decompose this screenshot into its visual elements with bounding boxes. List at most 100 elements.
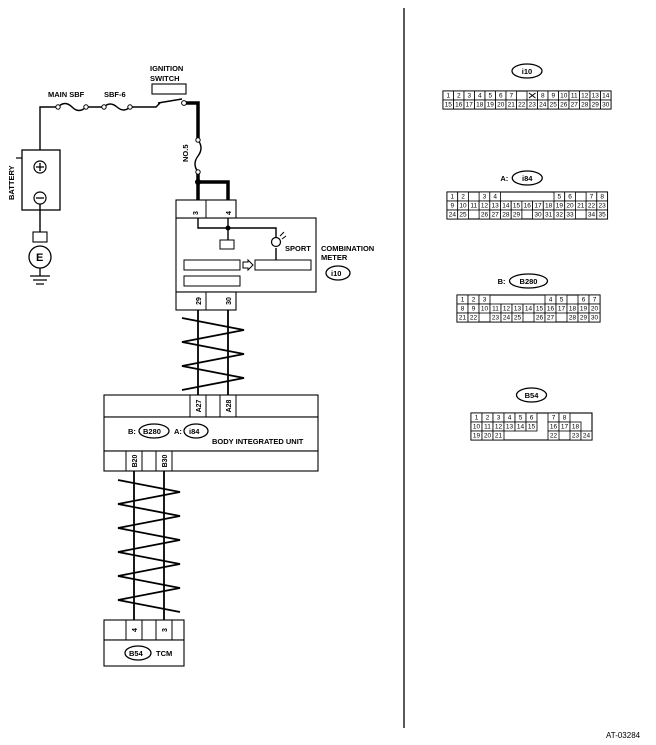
connector-pin-number: 11 [571,93,578,100]
pin-meter-4: 4 [226,211,233,215]
connector-pin-number: 23 [572,433,580,440]
connector-pin-number: 27 [492,212,500,219]
connector-pin-number: 26 [481,212,489,219]
connector-pin-number: 2 [472,297,476,304]
connector-pin-number: 4 [478,93,482,100]
connector-pin-number: 5 [560,297,564,304]
connector-cell [510,209,523,220]
connector-pin-number: 10 [560,93,568,100]
connector-pin-number: 1 [461,297,465,304]
pin-biu-a27: A27 [196,399,203,412]
fuse-sbf6-terminal-l [101,104,107,110]
label-biu: BODY INTEGRATED UNIT [212,437,304,446]
pin-meter-30: 30 [226,297,233,305]
meter-block-lower [183,275,241,287]
connector-pin-number: 16 [550,424,558,431]
connector-pin-number: 1 [446,93,450,100]
ground-connector [32,231,48,243]
connector-pin-number: 20 [484,433,492,440]
connector-pin-number: 2 [457,93,461,100]
connector-pin-number: 13 [592,93,600,100]
label-b-prefix: B: [128,427,136,436]
arrow-right-icon [242,258,254,272]
ign-to-meter-wire [186,101,230,200]
connector-pin-number: 24 [583,433,591,440]
connector-title-ellipse [511,63,543,79]
label-meter: METER [321,253,348,262]
connector-pin-number: 21 [577,203,585,210]
connector-pin-number: 11 [470,203,477,210]
connector-pin-number: 8 [461,306,465,313]
connector-pin-number: 9 [451,203,455,210]
connector-pin-number: 6 [582,297,586,304]
connector-pin-number: 20 [497,102,505,109]
tag-b280-left: B280 [143,427,161,436]
blocked-pin-icon [528,92,536,99]
fuse-sbf6 [103,103,131,111]
label-ground-e: E [36,252,43,264]
connector-pin-number: 14 [502,203,510,210]
connector-pin-number: 8 [541,93,545,100]
sport-lamp-rays-icon [279,231,287,240]
connector-pin-number: 7 [509,93,513,100]
connector-pin-number: 14 [517,424,525,431]
connector-pin-number: 28 [581,102,589,109]
ignition-switch-blade [157,98,183,104]
connector-pin-number: 5 [558,194,562,201]
connector-pin-number: 21 [495,433,503,440]
connector-pin-number: 34 [588,212,596,219]
ground-symbol-icon [30,268,50,285]
connector-pin-number: 35 [599,212,607,219]
connector-pin-number: 13 [506,424,514,431]
connector-pin-number: 12 [581,93,589,100]
connector-pin-number: 8 [563,415,567,422]
connector-pin-number: 7 [593,297,597,304]
connector-pin-number: 16 [547,306,555,313]
connector-pin-number: 28 [502,212,510,219]
connector-pin-number: 23 [529,102,537,109]
connector-pin-number: 17 [534,203,542,210]
connector-pin-number: 19 [556,203,564,210]
connector-pin-number: 7 [552,415,556,422]
label-main-sbf: MAIN SBF [48,90,85,99]
label-sbf6: SBF-6 [104,90,126,99]
connector-pin-number: 24 [539,102,547,109]
connector-pin-number: 8 [600,194,604,201]
footer-code: AT-03284 [606,731,641,740]
connector-pin-number: 11 [492,306,499,313]
connector-pin-number: 12 [495,424,503,431]
connector-title: i10 [522,67,532,76]
pin-biu-b30: B30 [162,454,169,467]
twisted-pair-2-twist [117,479,181,613]
tag-i10-left: i10 [331,269,341,278]
connector-title: i84 [522,174,533,183]
connector-pin-number: 6 [530,415,534,422]
connector-prefix: A: [500,174,508,183]
connector-cell [580,430,593,441]
fuse-no5-terminal-top [195,137,201,143]
connector-pin-number: 33 [566,212,574,219]
connector-title-ellipse [508,273,549,289]
label-sport: SPORT [285,244,311,253]
connector-pin-number: 29 [513,212,521,219]
connector-pin-number: 10 [481,306,489,313]
pin-tcm-4: 4 [132,628,139,632]
connector-pin-number: 20 [591,306,599,313]
connector-pin-number: 30 [602,102,610,109]
connector-pin-number: 6 [568,194,572,201]
connector-pin-number: 12 [481,203,489,210]
connector-prefix: B: [498,277,506,286]
pin-meter-3: 3 [193,211,200,215]
fuse-no5-terminal-bottom [195,169,201,175]
connector-pin-number: 29 [580,315,588,322]
connector-pin-number: 10 [459,203,467,210]
connector-pin-number: 15 [445,102,453,109]
connector-pin-number: 21 [459,315,467,322]
connector-pin-number: 30 [591,315,599,322]
connector-pin-number: 9 [551,93,555,100]
connector-pin-number: 18 [476,102,484,109]
